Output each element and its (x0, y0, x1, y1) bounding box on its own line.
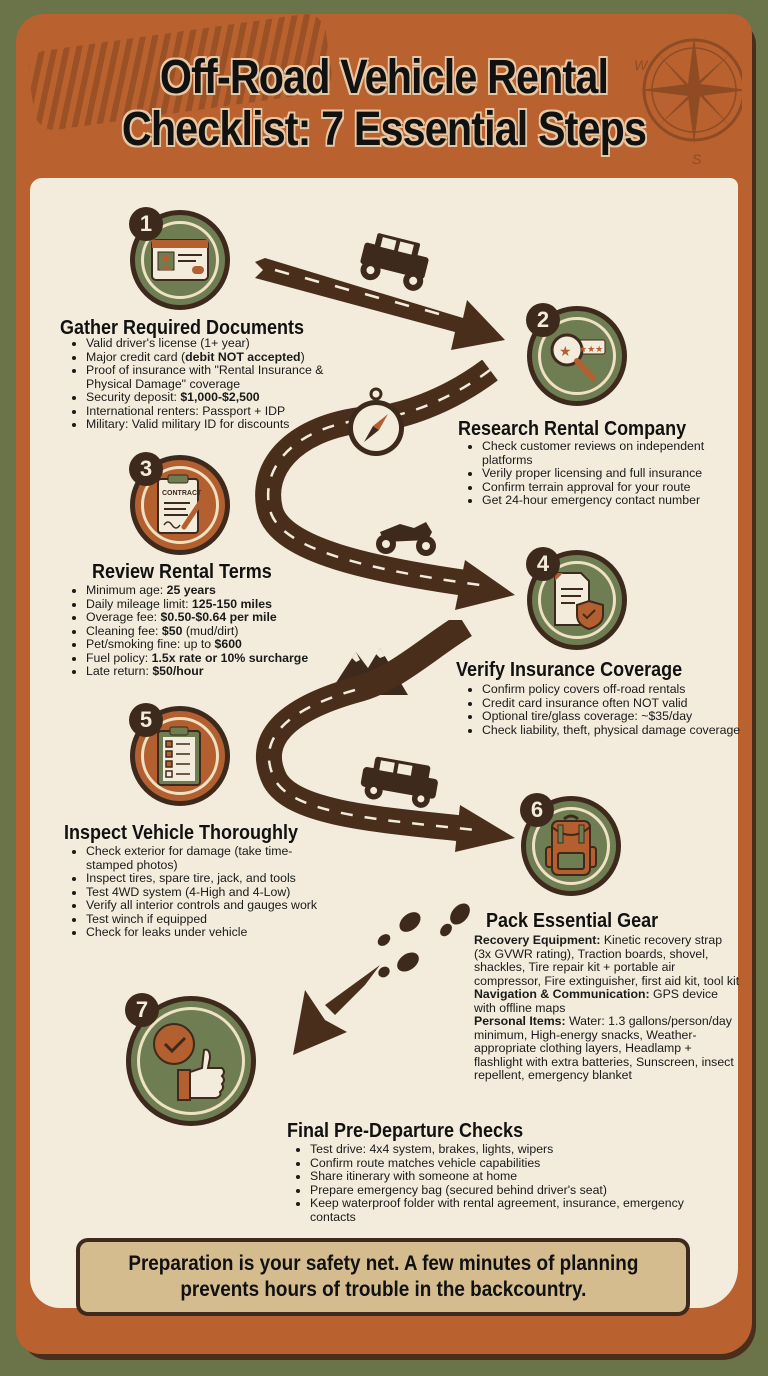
footprints-icon (377, 903, 470, 978)
road-path-3 (256, 620, 515, 852)
compass-icon (348, 387, 404, 456)
list-item: Verily proper licensing and full insuran… (482, 466, 742, 481)
svg-text:S: S (692, 151, 702, 167)
step-2-number: 2 (526, 303, 560, 337)
list-item: Minimum age: 25 years (86, 583, 346, 598)
list-item: Confirm terrain approval for your route (482, 480, 742, 495)
footer-quote: Preparation is your safety net. A few mi… (80, 1242, 686, 1312)
gear-group-personal: Personal Items: Water: 1.3 gallons/perso… (474, 1014, 734, 1082)
compass-rose-icon: W S (634, 36, 742, 167)
step-6-badge: 6 (520, 793, 621, 896)
list-item: Valid driver's license (1+ year) (86, 336, 356, 351)
step-5-badge: 5 (129, 703, 230, 806)
list-item: Check for leaks under vehicle (86, 925, 336, 940)
step-1-list: Valid driver's license (1+ year) Major c… (70, 336, 356, 432)
step-2-list: Check customer reviews on independent pl… (466, 439, 742, 508)
step-7-list: Test drive: 4x4 system, brakes, lights, … (294, 1142, 690, 1224)
step-6-number: 6 (520, 793, 554, 827)
list-item: Military: Valid military ID for discount… (86, 417, 356, 432)
step-3-title: Review Rental Terms (92, 561, 272, 583)
step-4-number: 4 (526, 547, 560, 581)
list-item: Credit card insurance often NOT valid (482, 696, 742, 711)
list-item: Daily mileage limit: 125-150 miles (86, 597, 346, 612)
list-item: Check customer reviews on independent pl… (482, 439, 742, 467)
list-item: Confirm policy covers off-road rentals (482, 682, 742, 697)
step-1-title: Gather Required Documents (60, 317, 305, 339)
list-item: Share itinerary with someone at home (310, 1169, 690, 1184)
step-2-badge: 2 ★ ★★★ (526, 303, 627, 406)
list-item: Optional tire/glass coverage: ~$35/day (482, 709, 742, 724)
list-item: Late return: $50/hour (86, 664, 346, 679)
list-item: Prepare emergency bag (secured behind dr… (310, 1183, 690, 1198)
road-path-2 (255, 360, 515, 610)
list-item: Test winch if equipped (86, 912, 336, 927)
list-item: Verify all interior controls and gauges … (86, 898, 336, 913)
step-4-list: Confirm policy covers off-road rentals C… (466, 682, 742, 738)
list-item: Fuel policy: 1.5x rate or 10% surcharge (86, 651, 346, 666)
step-6-gear-list: Recovery Equipment: Kinetic recovery str… (474, 933, 740, 1083)
step-4-title: Verify Insurance Coverage (456, 659, 683, 681)
step-5-title: Inspect Vehicle Thoroughly (64, 822, 299, 844)
step-3-list: Minimum age: 25 years Daily mileage limi… (70, 583, 346, 679)
list-item: Security deposit: $1,000-$2,500 (86, 390, 356, 405)
list-item: Get 24-hour emergency contact number (482, 493, 742, 508)
list-item: Check liability, theft, physical damage … (482, 723, 742, 738)
list-item: Keep waterproof folder with rental agree… (310, 1196, 690, 1224)
footer-quote-box: Preparation is your safety net. A few mi… (76, 1238, 690, 1316)
step-5-number: 5 (129, 703, 163, 737)
step-1-badge: 1 (129, 207, 230, 310)
list-item: Check exterior for damage (take time-sta… (86, 844, 336, 872)
arrow-down-left-icon (293, 965, 380, 1055)
step-7-badge: 7 (125, 993, 256, 1126)
jeep-icon (360, 233, 429, 291)
road-path-1 (255, 258, 505, 350)
step-7-number: 7 (125, 993, 159, 1027)
step-3-number: 3 (129, 452, 163, 486)
list-item: Pet/smoking fine: up to $600 (86, 637, 346, 652)
quote-line-1: Preparation is your safety net. A few mi… (127, 1252, 639, 1275)
list-item: Overage fee: $0.50-$0.64 per mile (86, 610, 346, 625)
step-5-list: Check exterior for damage (take time-sta… (70, 844, 336, 940)
step-7-title: Final Pre-Departure Checks (287, 1120, 524, 1142)
step-6-title: Pack Essential Gear (486, 910, 659, 932)
svg-text:W: W (634, 57, 649, 73)
list-item: Major credit card (debit NOT accepted) (86, 350, 356, 365)
step-2-title: Research Rental Company (458, 418, 687, 440)
step-1-number: 1 (129, 207, 163, 241)
step-4-badge: 4 (526, 547, 627, 650)
atv-icon (376, 522, 436, 556)
page-title: Off-Road Vehicle Rental Checklist: 7 Ess… (54, 52, 714, 156)
gear-group-recovery: Recovery Equipment: Kinetic recovery str… (474, 933, 740, 988)
list-item: International renters: Passport + IDP (86, 404, 356, 419)
title-line-1: Off-Road Vehicle Rental (159, 51, 609, 104)
list-item: Test 4WD system (4-High and 4-Low) (86, 885, 336, 900)
list-item: Cleaning fee: $50 (mud/dirt) (86, 624, 346, 639)
quote-line-2: prevents hours of trouble in the backcou… (179, 1278, 587, 1301)
step-3-badge: 3 CONTRACT (129, 452, 230, 555)
gear-group-navigation: Navigation & Communication: GPS device w… (474, 987, 718, 1015)
title-line-2: Checklist: 7 Essential Steps (121, 103, 647, 156)
list-item: Confirm route matches vehicle capabiliti… (310, 1156, 690, 1171)
list-item: Proof of insurance with "Rental Insuranc… (86, 363, 356, 391)
suv-icon (360, 756, 438, 808)
list-item: Test drive: 4x4 system, brakes, lights, … (310, 1142, 690, 1157)
list-item: Inspect tires, spare tire, jack, and too… (86, 871, 336, 886)
